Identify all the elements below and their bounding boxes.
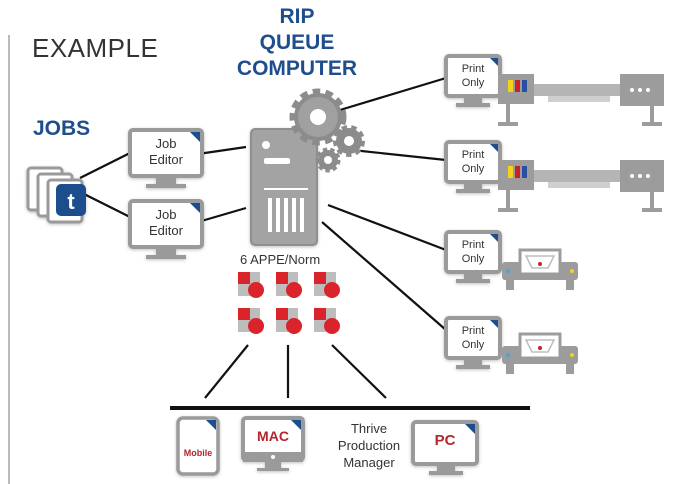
job-editor-2-label: Job Editor [132,207,200,239]
connector-appe-to-bus-1 [204,344,249,399]
print-only-2-label: Print Only [448,148,498,176]
flatbed-printer-1-icon [502,248,578,290]
rip-gears-icon [289,88,365,173]
job-editor-1-label-line-1: Job [155,136,177,151]
appe-engine-icon [276,272,302,298]
connector-rip-to-printer-2 [351,148,447,162]
connector-editor-1-to-rip [197,145,247,156]
flatbed-printer-2-icon [502,332,578,374]
print-only-4-monitor-icon [444,316,502,369]
thrive-label-line-1: Thrive [350,421,388,436]
pc-monitor-icon [411,420,479,475]
mac-label: MAC [257,428,289,444]
rip-title-line-2: QUEUE [259,31,335,54]
job-documents-stack-icon: t [26,166,86,224]
svg-text:t: t [67,189,75,214]
wide-format-printer-1-icon [498,74,664,126]
print-only-3-label-line-1: Print [461,239,485,251]
mobile-device-icon [176,416,220,476]
job-editor-1-label-line-2: Editor [149,152,183,167]
print-only-3-label-line-2: Only [461,253,485,265]
rip-title-line-1: RIP [279,5,315,28]
job-editor-1-monitor-icon [128,128,204,188]
jobs-heading: JOBS [33,117,91,140]
appe-engine-icon [314,272,340,298]
mobile-label: Mobile [183,448,213,458]
wide-format-printer-2-icon [498,160,664,212]
connector-appe-to-bus-3 [331,344,387,399]
appe-engine-icon [238,272,264,298]
job-editor-2-label-line-2: Editor [149,223,183,238]
print-only-3-monitor-icon [444,230,502,283]
connector-rip-to-printer-3 [327,203,447,252]
appe-engine-icon [276,308,302,334]
thrive-label-line-3: Manager [343,455,395,470]
connection-lines [79,76,447,399]
connector-rip-to-printer-1 [339,76,447,112]
appe-engine-icon [314,308,340,334]
print-only-2-label-line-1: Print [461,149,485,161]
job-editor-1-label: Job Editor [132,136,200,168]
print-only-1-label-line-2: Only [461,77,485,89]
appe-engine-grid [238,272,340,334]
appe-engine-icon [238,308,264,334]
example-heading: EXAMPLE [32,33,159,63]
rip-server-tower-icon [250,128,318,246]
connector-rip-to-printer-4 [321,221,447,331]
job-editor-2-label-line-1: Job [155,207,177,222]
connector-editor-2-to-rip [197,206,247,224]
print-only-3-label: Print Only [448,238,498,266]
print-only-1-label: Print Only [448,62,498,90]
thrive-production-manager-label: Thrive Production Manager [326,420,412,471]
rip-title-line-3: COMPUTER [236,57,358,80]
pc-label: PC [434,432,456,449]
print-only-2-label-line-2: Only [461,163,485,175]
appe-engine-label: 6 APPE/Norm [240,252,321,267]
print-only-4-label: Print Only [448,324,498,352]
print-only-4-label-line-1: Print [461,325,485,337]
print-only-4-label-line-2: Only [461,339,485,351]
thrive-label-line-2: Production [337,438,401,453]
print-only-1-label-line-1: Print [461,63,485,75]
mac-monitor-icon [241,416,305,471]
job-editor-2-monitor-icon [128,199,204,259]
